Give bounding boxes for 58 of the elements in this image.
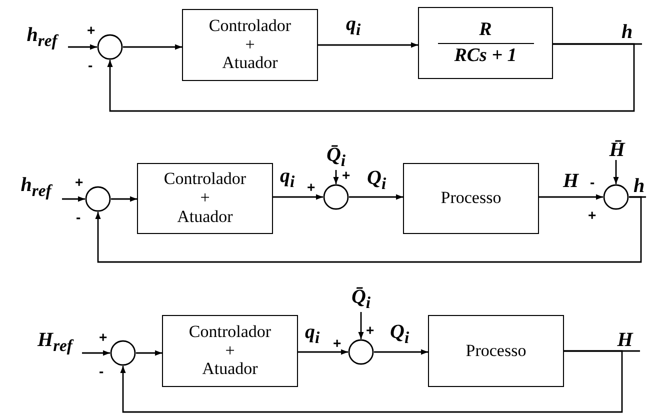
signal-arrow (374, 349, 428, 355)
signal-label: Q̄$_{i}$ (318, 138, 354, 170)
summing-junction (97, 34, 123, 60)
process-block (162, 315, 298, 387)
summing-junction (85, 186, 111, 212)
summing-junction (348, 339, 374, 365)
process-block (137, 163, 273, 234)
sign-label: + (333, 336, 342, 350)
sign-label: - (88, 58, 93, 72)
signal-label: h (632, 172, 646, 196)
sign-label: + (588, 208, 596, 222)
process-block (403, 163, 539, 234)
signal-arrow (333, 170, 339, 184)
signal-label: h (612, 18, 642, 42)
transfer-function-block (418, 7, 553, 79)
signal-arrow (111, 196, 137, 202)
block-label: Controlador + Atuador (162, 170, 248, 227)
sign-label: + (342, 168, 350, 182)
sign-label: - (76, 210, 81, 224)
signal-arrow (349, 194, 403, 200)
summing-junction (323, 184, 349, 210)
signal-arrow (358, 312, 364, 339)
sign-label: + (87, 23, 96, 37)
process-block (428, 315, 564, 387)
signal-arrow (318, 42, 418, 48)
summing-junction (603, 184, 629, 210)
block-label: Processo (466, 342, 526, 360)
signal-arrow (107, 43, 635, 112)
signal-label: H$_{ref}$ (28, 329, 82, 355)
process-block (182, 9, 318, 81)
signal-label: h$_{ref}$ (16, 24, 68, 50)
signal-arrow (95, 196, 642, 263)
signal-arrow (136, 350, 162, 356)
summing-junction (110, 340, 136, 366)
signal-arrow (613, 160, 619, 184)
signal-label: H (610, 324, 640, 350)
signal-arrow (62, 196, 85, 202)
signal-label: Q̄$_{i}$ (343, 280, 379, 312)
sign-label: - (590, 175, 595, 189)
sign-label: + (307, 180, 316, 194)
block-label: Controlador + Atuador (188, 322, 272, 380)
denominator: RCs + 1 (453, 44, 518, 68)
sign-label: + (75, 175, 84, 189)
sign-label: + (99, 330, 108, 344)
signal-arrow (68, 44, 97, 50)
numerator: R (478, 18, 493, 42)
signal-label: h$_{ref}$ (10, 174, 62, 200)
signal-arrow (298, 349, 348, 355)
signal-arrow (82, 350, 110, 356)
signal-arrow (539, 194, 603, 200)
signal-arrow (123, 44, 182, 50)
sign-label: + (366, 323, 374, 337)
block-label: Controlador + Atuador (208, 16, 292, 74)
signal-label: H̄ (602, 130, 632, 160)
sign-label: - (99, 364, 104, 378)
block-label: Processo (440, 189, 502, 208)
signal-arrow (273, 194, 323, 200)
signal-arrow (120, 350, 623, 413)
